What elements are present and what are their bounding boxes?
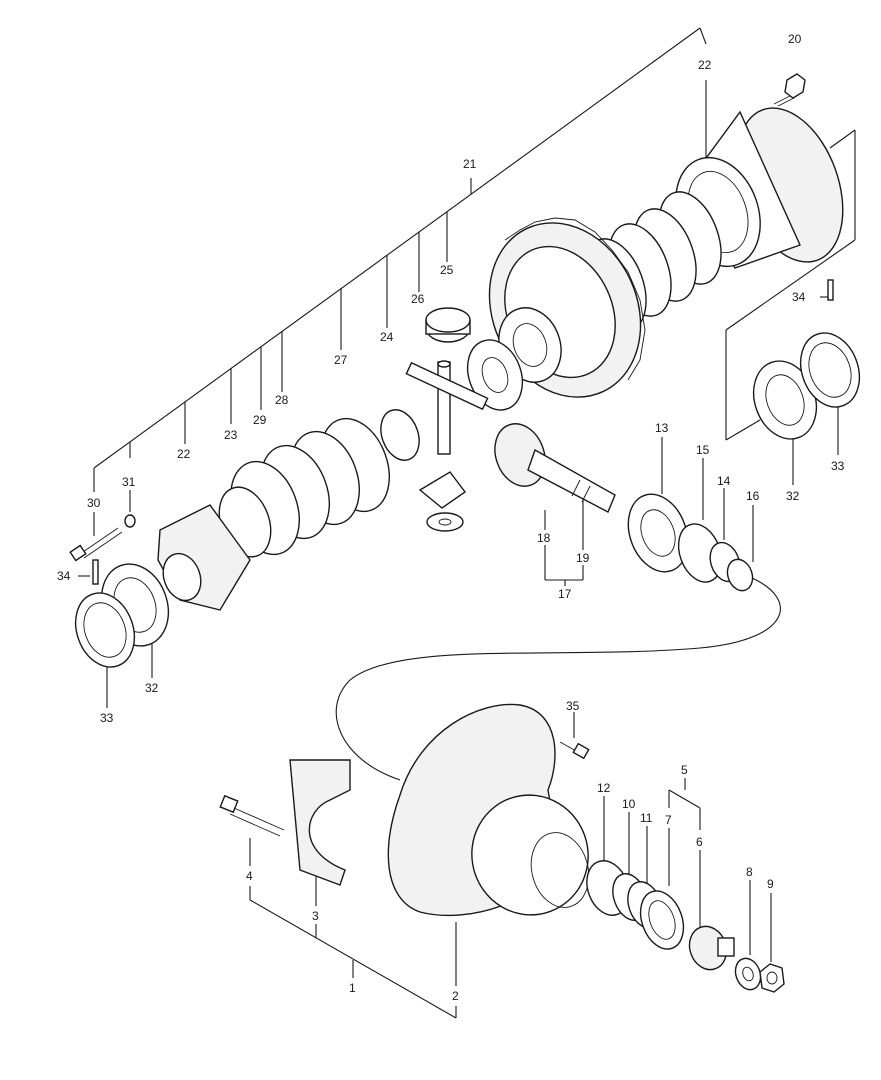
callout-17: 17 xyxy=(558,587,572,601)
callout-11: 11 xyxy=(640,811,653,825)
adjusting-nut-33-left-icon xyxy=(74,592,136,668)
callout-30: 30 xyxy=(87,496,101,510)
callout-22-top: 22 xyxy=(698,58,712,72)
callout-26: 26 xyxy=(411,292,425,306)
callout-9: 9 xyxy=(767,877,774,891)
bolt-35-icon xyxy=(559,741,590,760)
carrier-housing-icon xyxy=(387,703,590,917)
callout-12: 12 xyxy=(597,781,611,795)
callout-4: 4 xyxy=(246,869,253,883)
pin-34-left-icon xyxy=(92,559,99,585)
callout-22-left: 22 xyxy=(177,447,191,461)
callout-13: 13 xyxy=(655,421,669,435)
callout-18: 18 xyxy=(537,531,551,545)
callout-24: 24 xyxy=(380,330,394,344)
bolt-30-icon xyxy=(69,527,123,562)
oil-seal-7-icon xyxy=(639,890,685,950)
bolt-4-icon xyxy=(219,794,285,837)
callout-8: 8 xyxy=(746,865,753,879)
callout-23: 23 xyxy=(224,428,238,442)
bearing-13-icon xyxy=(627,493,689,573)
pin-34-right-icon xyxy=(827,279,834,301)
callout-33-left: 33 xyxy=(100,711,114,725)
washer-8-icon xyxy=(734,957,762,991)
adjusting-nut-33-right-icon xyxy=(799,332,861,408)
callout-10: 10 xyxy=(622,797,636,811)
callout-29: 29 xyxy=(253,413,267,427)
drive-pinion-shaft-icon xyxy=(494,423,616,513)
case-half-left-icon xyxy=(157,504,251,611)
callout-27: 27 xyxy=(334,353,348,367)
callout-32-right: 32 xyxy=(786,489,800,503)
callout-labels: 20 22 21 25 26 24 27 28 29 23 22 31 30 3… xyxy=(57,32,845,1003)
callout-19: 19 xyxy=(576,551,590,565)
callout-1: 1 xyxy=(349,981,356,995)
callout-15: 15 xyxy=(696,443,710,457)
differential-housing-icon xyxy=(675,107,844,269)
callout-28: 28 xyxy=(275,393,289,407)
bearing-cap-icon xyxy=(289,759,351,886)
nut-9-icon xyxy=(759,963,785,993)
snap-ring-16-icon xyxy=(726,558,754,592)
callout-5: 5 xyxy=(681,763,688,777)
callout-16: 16 xyxy=(746,489,760,503)
callout-6: 6 xyxy=(696,835,703,849)
callout-33-right: 33 xyxy=(831,459,845,473)
callout-32-left: 32 xyxy=(145,681,159,695)
callout-34-left: 34 xyxy=(57,569,71,583)
side-gear-icon xyxy=(466,339,524,411)
bolt-20-icon xyxy=(773,73,806,107)
callout-35: 35 xyxy=(566,699,580,713)
pinion-gear-small-icon xyxy=(418,471,466,532)
clutch-discs-left-icon xyxy=(218,417,390,558)
callout-25: 25 xyxy=(440,263,454,277)
callout-20: 20 xyxy=(788,32,802,46)
callout-2: 2 xyxy=(452,989,459,1003)
callout-3: 3 xyxy=(312,909,319,923)
spider-cross-icon xyxy=(405,360,489,455)
washer-31-icon xyxy=(124,514,136,528)
callout-34-right: 34 xyxy=(792,290,806,304)
callout-21: 21 xyxy=(463,157,477,171)
callout-14: 14 xyxy=(717,474,731,488)
callout-31: 31 xyxy=(122,475,136,489)
side-gear-25-icon xyxy=(425,307,471,343)
side-gear-24-icon xyxy=(380,409,420,461)
companion-flange-6-icon xyxy=(688,925,735,971)
leader-lines xyxy=(78,27,856,1019)
callout-7: 7 xyxy=(665,813,672,827)
